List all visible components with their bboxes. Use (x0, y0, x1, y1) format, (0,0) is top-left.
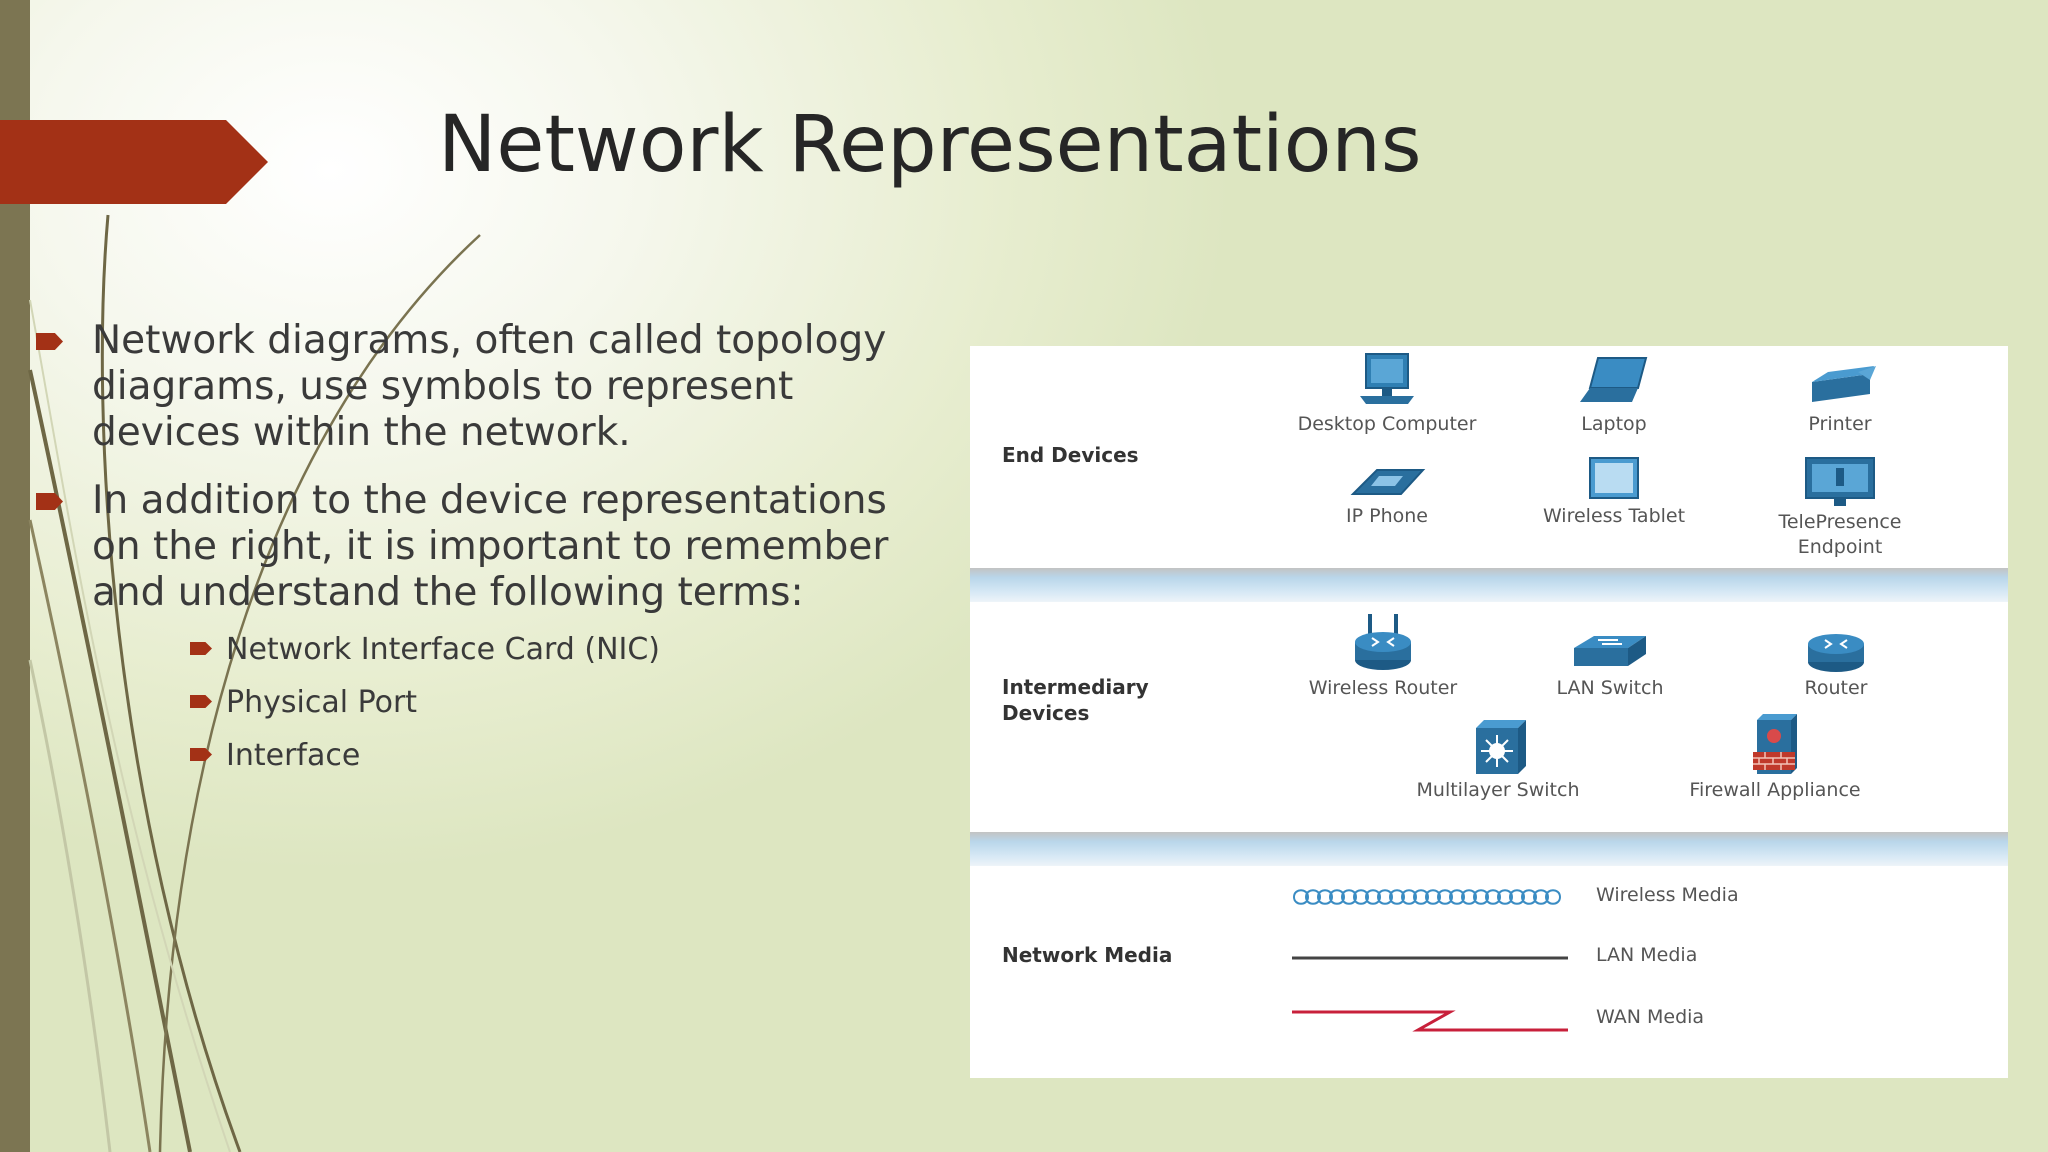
firewall-appliance-device: Firewall Appliance (1675, 714, 1875, 803)
lan-switch-device: LAN Switch (1510, 632, 1710, 701)
wireless-tablet-icon (1589, 457, 1639, 499)
sub-bullet-text: Physical Port (226, 685, 418, 720)
title-arrow-tab (0, 120, 268, 204)
desktop-computer-device: Desktop Computer (1287, 350, 1487, 437)
section-divider (970, 568, 2008, 602)
ip-phone-device: IP Phone (1287, 462, 1487, 529)
printer-icon (1812, 366, 1876, 402)
wan-media-icon (1292, 1010, 1568, 1032)
firewall-appliance-icon (1753, 714, 1797, 774)
router-icon (1808, 634, 1864, 672)
bullet-item: In addition to the device representation… (36, 478, 920, 616)
multilayer-switch-device: Multilayer Switch (1398, 718, 1598, 803)
sub-bullet-list: Network Interface Card (NIC) Physical Po… (0, 632, 920, 774)
sub-bullet-item: Interface (190, 738, 920, 774)
wireless-media-icon (1293, 889, 1562, 905)
wan-media-label: WAN Media (1596, 1006, 1705, 1028)
desktop-computer-icon (1360, 353, 1414, 404)
slide-title: Network Representations (438, 100, 1422, 190)
telepresence-endpoint-icon (1805, 457, 1875, 506)
bullet-list: Network diagrams, often called topology … (0, 318, 920, 774)
bullet-arrow-icon (190, 695, 212, 708)
telepresence-endpoint-device: TelePresence Endpoint (1740, 456, 1940, 560)
bullet-arrow-icon (190, 642, 212, 655)
bullet-item: Network diagrams, often called topology … (36, 318, 920, 456)
wireless-router-icon (1355, 614, 1411, 670)
laptop-device: Laptop (1514, 350, 1714, 437)
printer-device: Printer (1740, 350, 1940, 437)
ip-phone-icon (1350, 469, 1426, 495)
sub-bullet-item: Network Interface Card (NIC) (190, 632, 920, 668)
intermediary-devices-label: Intermediary Devices (1002, 675, 1149, 725)
multilayer-switch-icon (1476, 720, 1526, 774)
bullet-arrow-icon (36, 493, 63, 510)
bullet-arrow-icon (36, 333, 63, 350)
sub-bullet-item: Physical Port (190, 685, 920, 721)
network-symbols-diagram: End Devices Desktop Computer Laptop Prin… (970, 346, 2008, 1078)
bullet-arrow-icon (190, 748, 212, 761)
laptop-icon (1580, 357, 1648, 402)
lan-media-icon (1292, 956, 1568, 960)
end-devices-label: End Devices (1002, 443, 1139, 467)
wireless-router-device: Wireless Router (1283, 612, 1483, 701)
network-media-label: Network Media (1002, 943, 1173, 967)
bullet-text: In addition to the device representation… (92, 478, 889, 615)
lan-media-label: LAN Media (1596, 944, 1698, 966)
router-device: Router (1736, 628, 1936, 701)
wireless-media-label: Wireless Media (1596, 884, 1739, 906)
section-divider (970, 832, 2008, 866)
sub-bullet-text: Network Interface Card (NIC) (226, 632, 661, 667)
wireless-tablet-device: Wireless Tablet (1514, 456, 1714, 529)
bullet-text: Network diagrams, often called topology … (92, 318, 887, 455)
lan-switch-icon (1574, 636, 1646, 666)
sub-bullet-text: Interface (226, 738, 361, 773)
